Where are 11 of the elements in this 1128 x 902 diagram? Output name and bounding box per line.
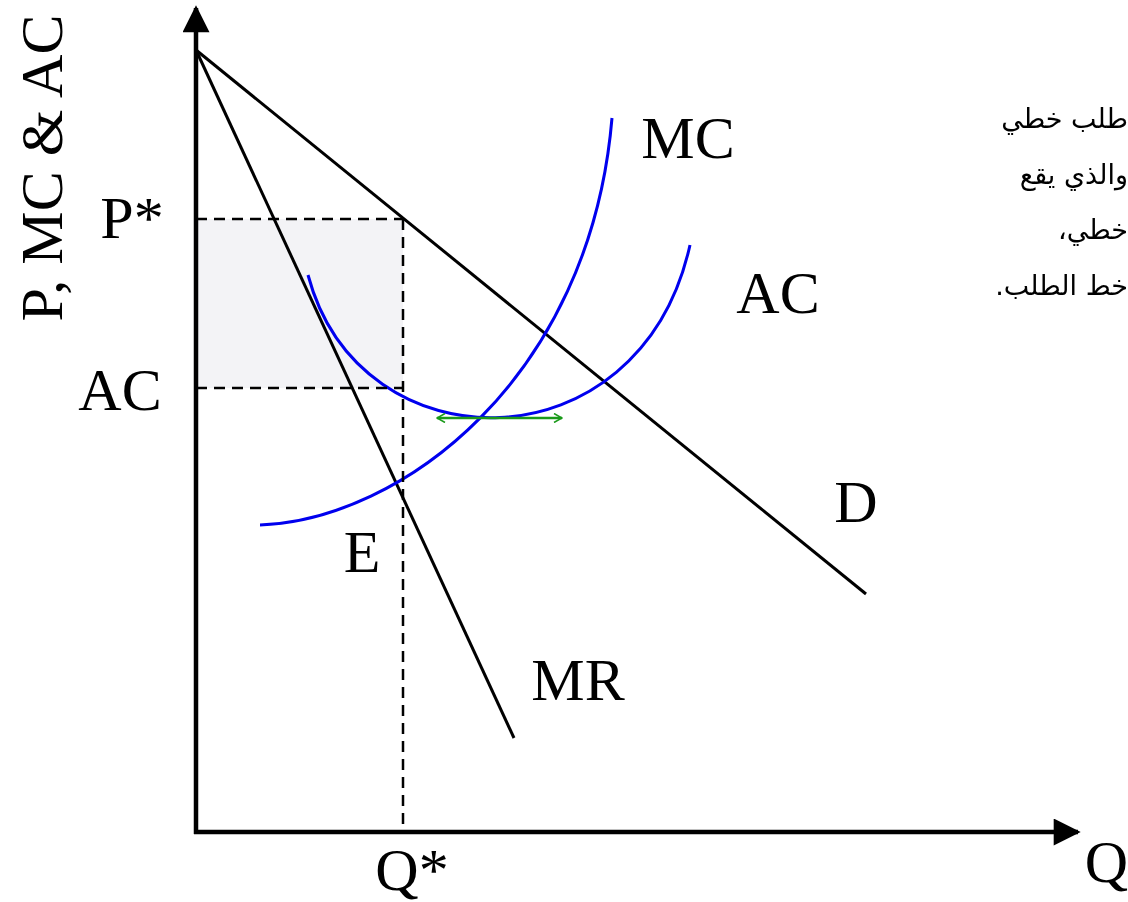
axis-label: Q* [375,840,449,900]
point-label: E [343,522,381,582]
curve-label: MR [531,650,625,710]
note-text: خط الطلب. [995,271,1128,299]
curve-label: D [834,472,878,532]
axis-title: P, MC & AC [12,14,72,322]
axis-label: P* [100,188,164,248]
axis-label: Q [1084,832,1128,892]
axis-label: AC [78,360,162,420]
curve-label: MC [641,108,735,168]
curve-label: AC [736,263,820,323]
